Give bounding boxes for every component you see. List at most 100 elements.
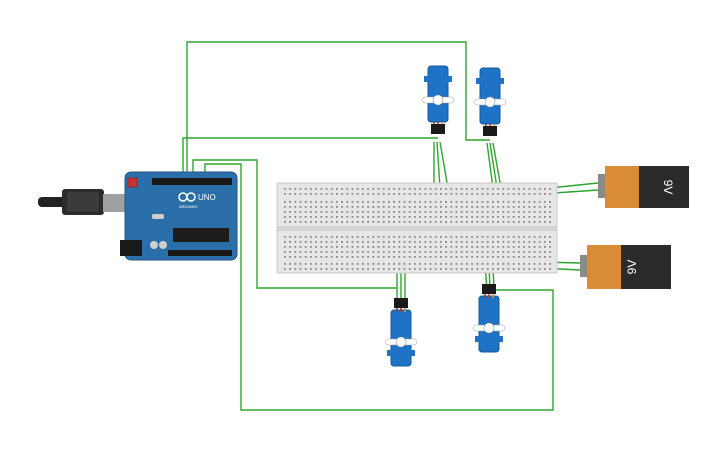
breadboard-hole <box>377 193 380 195</box>
arduino-logo-text: UNO <box>198 193 216 202</box>
battery-top-terminals <box>598 174 608 198</box>
breadboard-hole <box>393 246 395 248</box>
breadboard-hole <box>284 246 286 248</box>
breadboard-hole <box>481 221 484 223</box>
arduino-uno-board[interactable]: UNO ARDUINO <box>38 171 238 261</box>
battery-9v-top[interactable]: 9V <box>598 166 689 208</box>
wire-arduino-to-servo-top-right[interactable] <box>186 41 490 178</box>
breadboard-hole <box>294 256 297 258</box>
breadboard-hole <box>403 216 406 218</box>
breadboard-hole <box>382 251 385 253</box>
breadboard-hole <box>393 221 395 223</box>
breadboard-hole <box>455 216 458 218</box>
breadboard-hole <box>424 201 427 203</box>
breadboard-hole <box>518 188 520 190</box>
breadboard-hole <box>544 201 546 203</box>
breadboard-hole <box>388 211 390 213</box>
breadboard-hole <box>310 193 312 195</box>
breadboard-hole <box>455 256 458 258</box>
breadboard-hole <box>476 263 479 265</box>
wire-arduino-to-bottom-right-servo[interactable] <box>204 163 554 411</box>
breadboard-hole <box>445 193 447 195</box>
breadboard-hole <box>434 263 437 265</box>
breadboard-hole <box>538 251 541 253</box>
breadboard-hole <box>299 263 302 265</box>
breadboard-hole <box>450 201 453 203</box>
arduino-logo-icon <box>178 192 196 202</box>
breadboard-hole <box>434 188 437 190</box>
breadboard-hole <box>450 188 453 190</box>
servo-top-right[interactable] <box>473 67 507 136</box>
servo-lead-top-left-c <box>439 141 449 189</box>
breadboard-hole <box>330 256 333 258</box>
breadboard-hole <box>507 256 510 258</box>
breadboard-hole <box>538 216 541 218</box>
breadboard-hole <box>528 193 531 195</box>
breadboard-hole <box>429 206 432 208</box>
wire-arduino-to-bottom-left-servo[interactable] <box>192 159 397 289</box>
breadboard-hole <box>315 201 317 203</box>
breadboard-hole <box>299 268 302 270</box>
breadboard-hole <box>476 216 479 218</box>
servo-connector <box>482 284 496 294</box>
breadboard-hole <box>476 268 479 270</box>
servo-mount-tab <box>387 350 415 356</box>
breadboard[interactable] <box>276 182 558 274</box>
breadboard-hole <box>304 201 307 203</box>
breadboard-hole <box>466 241 468 243</box>
breadboard-hole <box>549 188 551 190</box>
breadboard-hole <box>336 263 338 265</box>
breadboard-hole <box>502 236 505 238</box>
breadboard-hole <box>455 211 458 213</box>
breadboard-hole <box>429 188 432 190</box>
breadboard-hole <box>512 211 515 213</box>
breadboard-hole <box>471 201 473 203</box>
battery-bottom-copper <box>587 245 621 289</box>
breadboard-hole <box>497 193 499 195</box>
breadboard-hole <box>434 206 437 208</box>
wire-arduino-to-servo-top-left[interactable] <box>182 137 438 178</box>
servo-mount-tab <box>475 336 503 342</box>
breadboard-hole <box>533 241 536 243</box>
breadboard-hole <box>320 268 323 270</box>
breadboard-hole <box>367 246 369 248</box>
breadboard-hole <box>440 268 442 270</box>
breadboard-hole <box>455 206 458 208</box>
breadboard-hole <box>294 206 297 208</box>
breadboard-hole <box>284 206 286 208</box>
breadboard-hole <box>507 211 510 213</box>
breadboard-hole <box>497 221 499 223</box>
breadboard-hole <box>507 216 510 218</box>
breadboard-hole <box>304 188 307 190</box>
breadboard-hole <box>544 206 546 208</box>
breadboard-hole <box>367 216 369 218</box>
breadboard-hole <box>492 216 494 218</box>
servo-body <box>427 65 449 123</box>
breadboard-hole <box>481 251 484 253</box>
breadboard-hole <box>341 236 343 238</box>
servo-bottom-left[interactable] <box>384 298 418 367</box>
breadboard-hole <box>351 221 354 223</box>
breadboard-hole <box>502 263 505 265</box>
breadboard-hole <box>528 201 531 203</box>
breadboard-hole <box>466 268 468 270</box>
breadboard-hole <box>544 246 546 248</box>
breadboard-hole <box>325 193 328 195</box>
breadboard-hole <box>346 241 349 243</box>
servo-bottom-right[interactable] <box>472 284 506 353</box>
breadboard-hole <box>497 188 499 190</box>
breadboard-hole <box>289 263 291 265</box>
digital-header <box>152 178 232 185</box>
servo-top-left[interactable] <box>421 65 455 134</box>
breadboard-hole <box>294 236 297 238</box>
breadboard-hole <box>481 211 484 213</box>
battery-9v-bottom[interactable]: 9V <box>580 245 671 289</box>
breadboard-hole <box>362 201 364 203</box>
breadboard-hole <box>533 256 536 258</box>
breadboard-hole <box>362 188 364 190</box>
breadboard-hole <box>492 251 494 253</box>
breadboard-hole <box>382 201 385 203</box>
breadboard-hole <box>320 206 323 208</box>
breadboard-hole <box>408 206 411 208</box>
reset-button[interactable] <box>127 177 138 188</box>
